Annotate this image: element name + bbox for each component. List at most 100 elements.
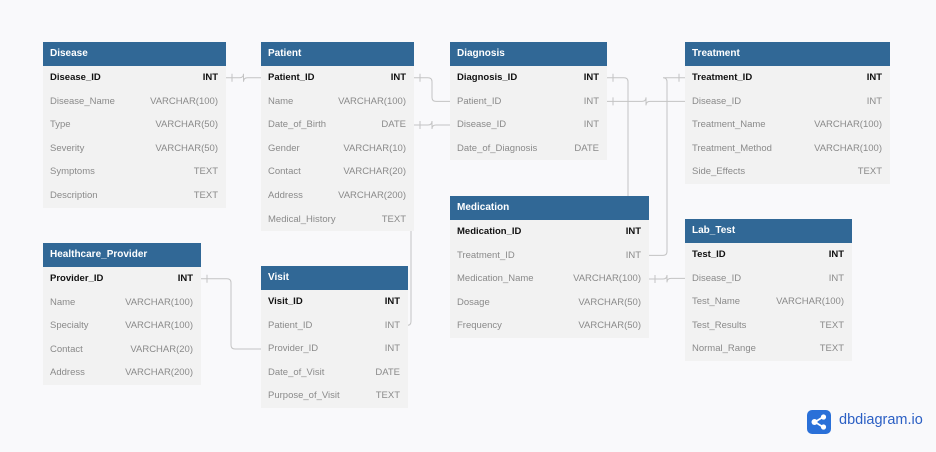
brand-name: dbdiagram.io xyxy=(839,412,923,428)
table-header[interactable]: Treatment xyxy=(685,42,890,66)
field-name: Contact xyxy=(268,166,301,178)
primary-key-row[interactable]: Provider_ID INT xyxy=(43,267,201,291)
field-row[interactable]: Description TEXT xyxy=(43,184,226,208)
relationship-line[interactable] xyxy=(414,77,450,102)
field-type: INT xyxy=(202,72,218,83)
table-header[interactable]: Diagnosis xyxy=(450,42,607,66)
relationship-line[interactable] xyxy=(607,97,685,106)
field-row[interactable]: Disease_ID INT xyxy=(685,267,852,291)
table-header[interactable]: Lab_Test xyxy=(685,219,852,243)
field-type: TEXT xyxy=(819,319,844,331)
table-header[interactable]: Disease xyxy=(43,42,226,66)
field-name: Address xyxy=(268,189,303,201)
field-type: INT xyxy=(828,272,844,284)
field-type: TEXT xyxy=(193,166,218,178)
table-header[interactable]: Medication xyxy=(450,196,649,220)
relationship-line[interactable] xyxy=(226,73,261,82)
field-name: Specialty xyxy=(50,320,89,332)
field-name: Provider_ID xyxy=(50,273,104,284)
table-header[interactable]: Healthcare_Provider xyxy=(43,243,201,267)
field-name: Patient_ID xyxy=(457,95,502,107)
field-name: Address xyxy=(50,367,85,379)
field-type: INT xyxy=(384,296,400,307)
field-name: Name xyxy=(50,296,76,308)
field-type: TEXT xyxy=(857,166,882,178)
field-name: Treatment_ID xyxy=(692,72,753,83)
field-name: Patient_ID xyxy=(268,72,315,83)
field-row[interactable]: Name VARCHAR(100) xyxy=(261,90,414,114)
field-name: Treatment_Method xyxy=(692,142,772,154)
field-name: Name xyxy=(268,95,294,107)
field-type: VARCHAR(10) xyxy=(343,142,406,154)
field-type: VARCHAR(100) xyxy=(338,95,406,107)
field-name: Description xyxy=(50,189,98,201)
relationship-line[interactable] xyxy=(649,274,685,283)
field-type: INT xyxy=(625,226,641,237)
field-type: INT xyxy=(384,343,400,355)
table-header[interactable]: Visit xyxy=(261,266,408,290)
field-name: Disease_ID xyxy=(692,272,742,284)
field-row[interactable]: Symptoms TEXT xyxy=(43,160,226,184)
field-name: Symptoms xyxy=(50,166,95,178)
field-name: Test_Name xyxy=(692,296,741,308)
field-type: TEXT xyxy=(193,189,218,201)
field-name: Test_ID xyxy=(692,249,726,260)
field-type: VARCHAR(50) xyxy=(578,296,641,308)
field-type: DATE xyxy=(574,142,599,154)
table-header[interactable]: Patient xyxy=(261,42,414,66)
field-type: TEXT xyxy=(381,213,406,225)
field-type: INT xyxy=(177,273,193,284)
relationship-line[interactable] xyxy=(649,77,685,256)
relationship-line[interactable] xyxy=(414,120,450,130)
field-type: VARCHAR(100) xyxy=(573,273,641,285)
relationship-line[interactable] xyxy=(201,278,261,350)
field-name: Diagnosis_ID xyxy=(457,72,518,83)
